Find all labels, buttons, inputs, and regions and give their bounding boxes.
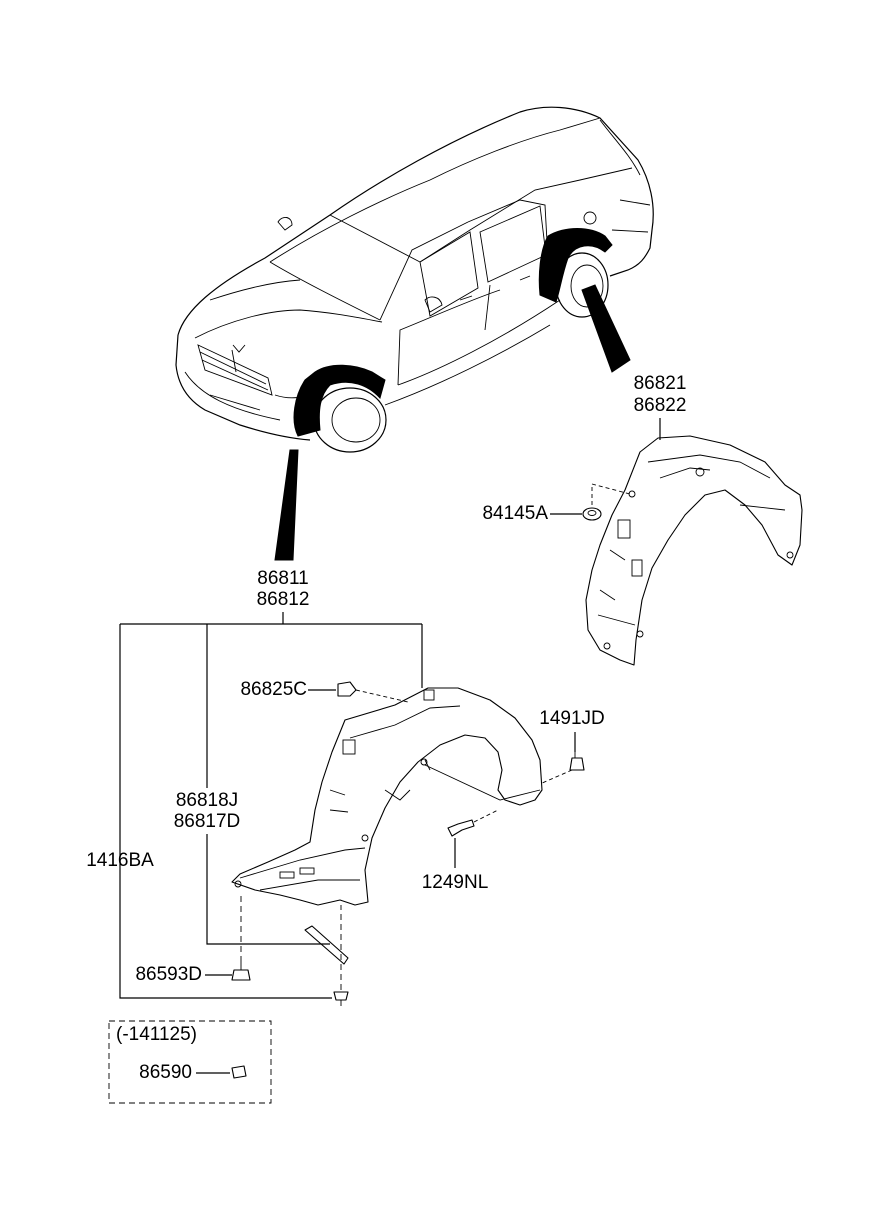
front-wheel-liner (231, 687, 543, 965)
label-86821: 86821 (633, 373, 687, 394)
label-1249nl: 1249NL (421, 872, 489, 893)
label-86817d: 86817D (173, 811, 241, 832)
label-86593d: 86593D (135, 964, 202, 985)
label-box-note: (-141125) (116, 1024, 197, 1045)
leader-brackets (119, 612, 423, 999)
label-86825c: 86825C (240, 679, 307, 700)
clip-86593d (205, 892, 251, 981)
label-1491jd: 1491JD (539, 708, 605, 729)
nut-84145a (550, 483, 631, 521)
label-1416ba: 1416BA (86, 850, 154, 871)
car-illustration (175, 106, 654, 561)
label-86590: 86590 (139, 1062, 192, 1083)
dashed-box (108, 1020, 272, 1104)
label-86811: 86811 (257, 568, 309, 589)
label-86818j: 86818J (175, 790, 239, 811)
clip-86825c (308, 681, 409, 703)
label-86812: 86812 (256, 589, 310, 610)
label-84145a: 84145A (482, 503, 548, 524)
rear-wheel-liner (585, 418, 803, 666)
screw-1249nl (447, 809, 499, 868)
clip-1491jd (539, 732, 585, 785)
label-86822: 86822 (633, 395, 687, 416)
bolt-1416ba (333, 905, 349, 1006)
